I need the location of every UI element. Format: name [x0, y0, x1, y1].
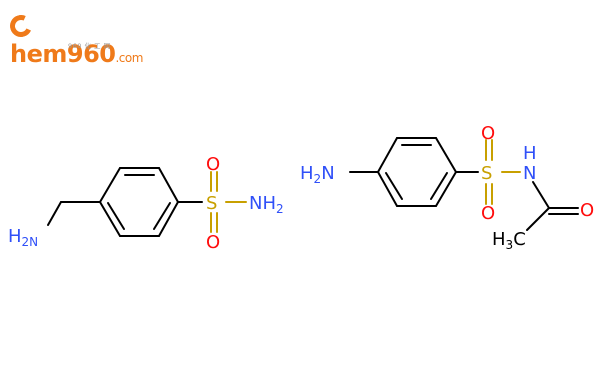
logo-subtitle: 960 化 工 网 — [68, 42, 111, 50]
bond — [532, 181, 550, 209]
oxygen-top-label: O — [206, 154, 220, 175]
amine-n: 2N — [22, 235, 39, 249]
left-sulfonyl-bonds — [210, 171, 247, 233]
nh-n-label: N — [523, 163, 536, 184]
bond — [158, 167, 179, 203]
bond — [377, 137, 398, 173]
amide-nh: NH — [249, 193, 276, 214]
amino-n: N — [321, 163, 334, 184]
amino-h: H — [300, 163, 314, 184]
bond — [99, 167, 121, 203]
amino-sub: 2 — [314, 172, 322, 186]
right-sulfonyl-bonds — [485, 139, 521, 205]
amino-label: H2N — [300, 163, 335, 186]
bond — [99, 201, 121, 237]
amide-sub: 2 — [276, 202, 284, 216]
carbonyl-oxygen-label: O — [580, 200, 594, 221]
bond — [153, 202, 171, 230]
bond — [430, 172, 448, 200]
left-molecule-atoms: H2N S O O NH2 — [8, 154, 284, 253]
nh-h-label: H — [523, 143, 537, 164]
sulfur-label: S — [206, 193, 217, 214]
bond — [435, 171, 457, 207]
bond — [435, 137, 457, 173]
oxygen-bottom-label: O — [206, 232, 220, 253]
right-molecule-bonds — [349, 137, 579, 231]
bond — [158, 201, 179, 237]
bond — [377, 171, 398, 207]
methyl-label: H3C — [492, 229, 526, 252]
methyl-c: C — [513, 229, 526, 250]
oxygen-top-label: O — [481, 123, 495, 144]
chem960-logo: hem960.com 960 化 工 网 — [6, 11, 160, 68]
amine-h: H — [8, 226, 22, 247]
logo-domain: .com — [115, 51, 143, 65]
sulfur-label: S — [481, 163, 492, 184]
logo-brand: hem960 — [10, 40, 116, 68]
bond — [107, 202, 125, 230]
amine-label: H2N — [8, 226, 38, 249]
amide-label: NH2 — [249, 193, 284, 216]
right-molecule-atoms: H2N S O O N H O H3C — [300, 123, 594, 252]
bond — [385, 172, 403, 200]
oxygen-bottom-label: O — [481, 203, 495, 224]
bond — [526, 207, 550, 231]
logo-text: hem960.com — [6, 11, 160, 72]
methyl-sub: 3 — [506, 238, 514, 252]
bond — [47, 201, 62, 226]
methyl-h: H — [492, 229, 506, 250]
left-molecule-bonds — [47, 167, 203, 237]
